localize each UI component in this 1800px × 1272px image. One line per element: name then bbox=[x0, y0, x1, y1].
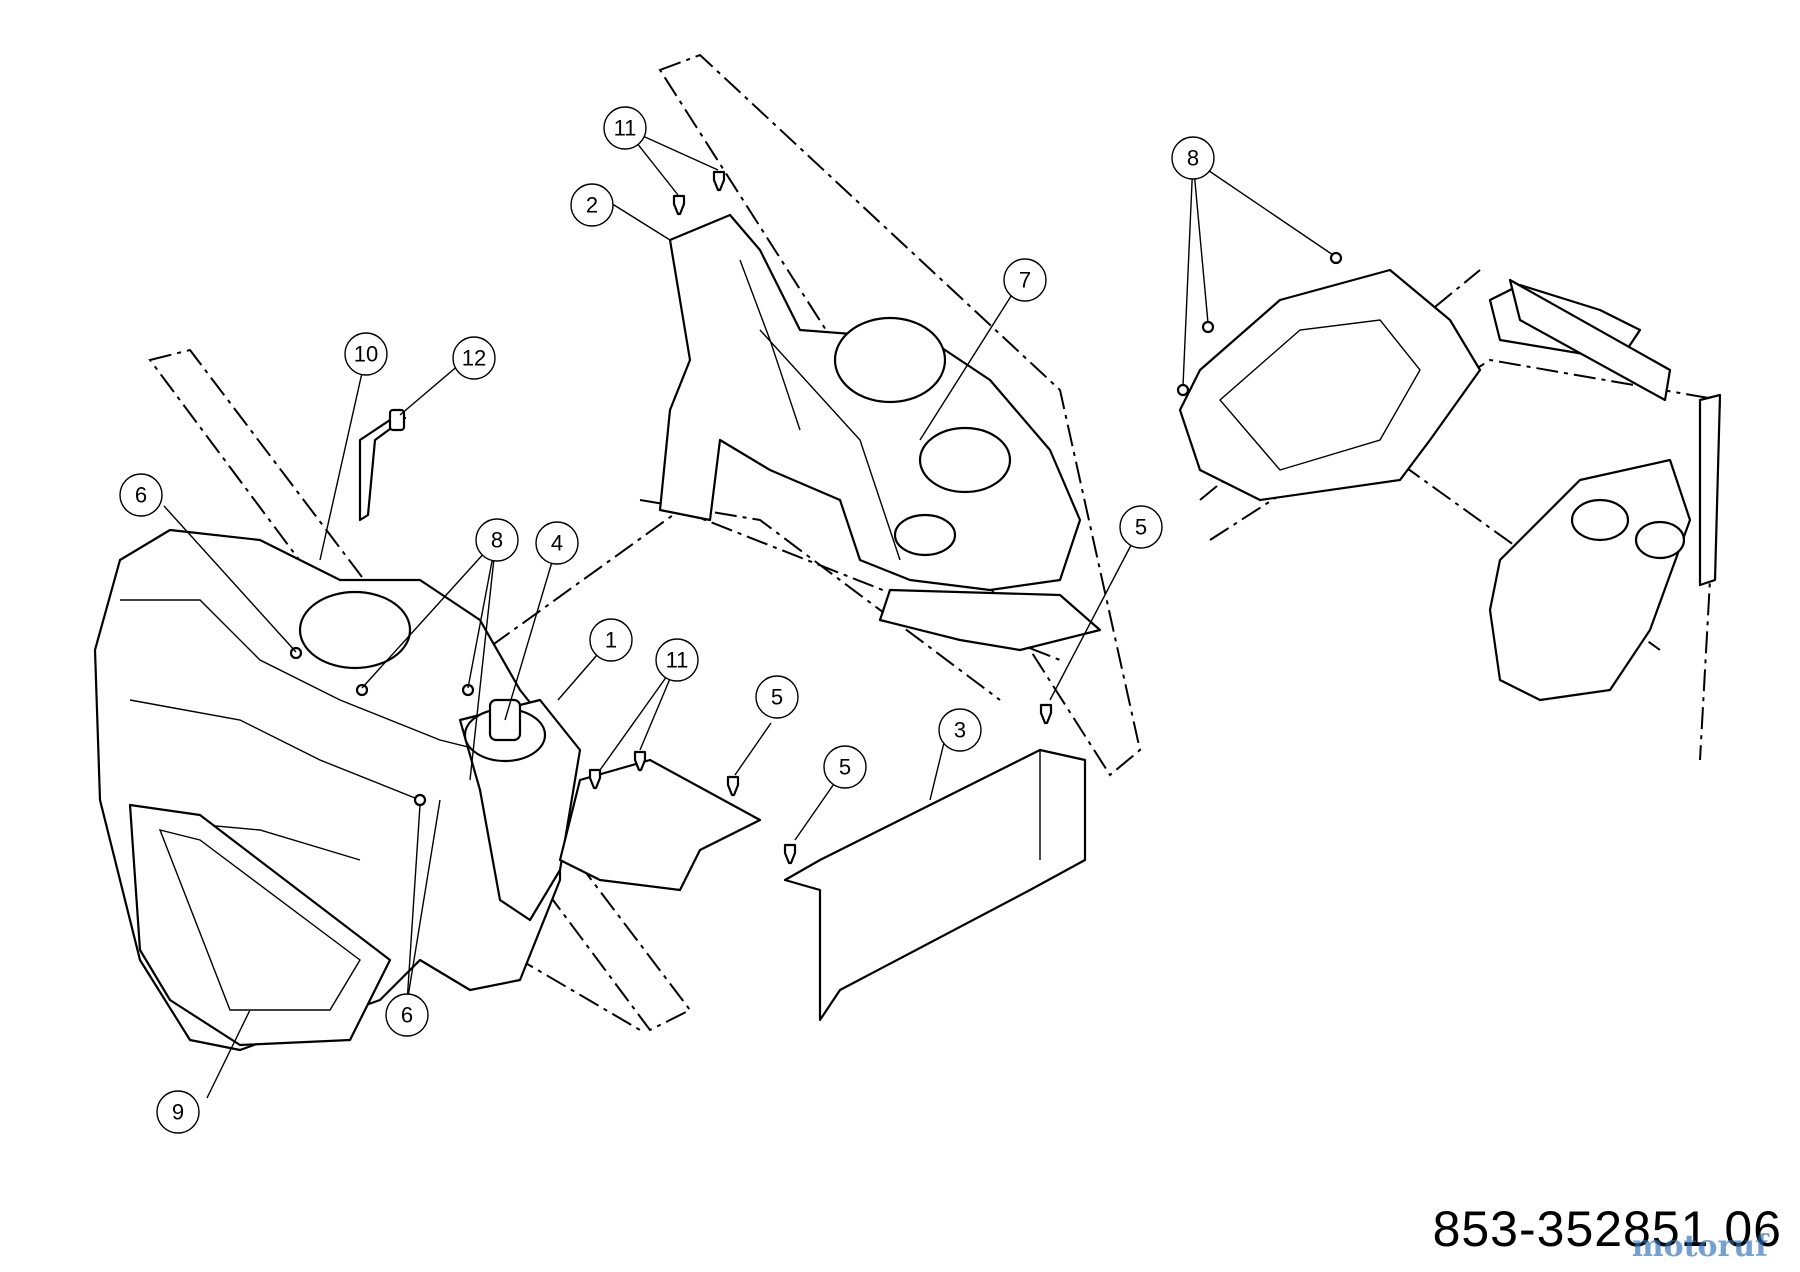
svg-text:5: 5 bbox=[839, 755, 851, 780]
svg-text:8: 8 bbox=[491, 528, 503, 553]
deck-plate bbox=[878, 588, 1102, 652]
right-lower-assembly bbox=[1488, 393, 1722, 702]
svg-text:8: 8 bbox=[1187, 146, 1199, 171]
callout-11-lower: 11 bbox=[655, 638, 699, 682]
callout-2: 2 bbox=[570, 183, 614, 227]
leader-lines bbox=[163, 127, 1334, 1099]
callout-12: 12 bbox=[452, 336, 496, 380]
svg-text:6: 6 bbox=[135, 483, 147, 508]
svg-text:1: 1 bbox=[605, 628, 617, 653]
svg-text:10: 10 bbox=[354, 342, 378, 367]
svg-text:11: 11 bbox=[614, 116, 637, 141]
drawing-part-number: 853-352851 06 bbox=[1432, 1201, 1782, 1257]
svg-text:9: 9 bbox=[172, 1100, 184, 1125]
svg-text:7: 7 bbox=[1019, 268, 1031, 293]
svg-text:6: 6 bbox=[401, 1003, 413, 1028]
callout-10: 10 bbox=[344, 332, 388, 376]
mounting-plate bbox=[558, 758, 762, 892]
callout-6-lower: 6 bbox=[385, 993, 429, 1037]
svg-text:5: 5 bbox=[1135, 515, 1147, 540]
svg-text:12: 12 bbox=[462, 346, 486, 371]
callout-3: 3 bbox=[938, 708, 982, 752]
fuel-tank bbox=[458, 698, 582, 922]
right-upper-assembly bbox=[1178, 268, 1672, 502]
callout-5-lower: 5 bbox=[823, 745, 867, 789]
callout-7: 7 bbox=[1003, 258, 1047, 302]
svg-text:5: 5 bbox=[771, 685, 783, 710]
callout-8-left: 8 bbox=[475, 518, 519, 562]
shield-panel bbox=[783, 748, 1087, 1022]
callout-6-upper: 6 bbox=[119, 473, 163, 517]
callout-5-right: 5 bbox=[1119, 505, 1163, 549]
fuel-pipe bbox=[358, 408, 407, 522]
svg-text:4: 4 bbox=[551, 531, 563, 556]
fender-panel bbox=[658, 213, 1082, 592]
svg-text:2: 2 bbox=[586, 193, 598, 218]
svg-text:11: 11 bbox=[666, 648, 689, 673]
callout-8-right: 8 bbox=[1171, 136, 1215, 180]
callout-5-middle: 5 bbox=[755, 675, 799, 719]
callout-11-upper: 11 bbox=[603, 106, 647, 150]
svg-text:3: 3 bbox=[954, 718, 966, 743]
callout-4: 4 bbox=[535, 521, 579, 565]
watermark-logo: motoruf bbox=[1631, 1229, 1768, 1264]
callout-9: 9 bbox=[156, 1090, 200, 1134]
tray bbox=[128, 803, 392, 1047]
callout-1: 1 bbox=[589, 618, 633, 662]
